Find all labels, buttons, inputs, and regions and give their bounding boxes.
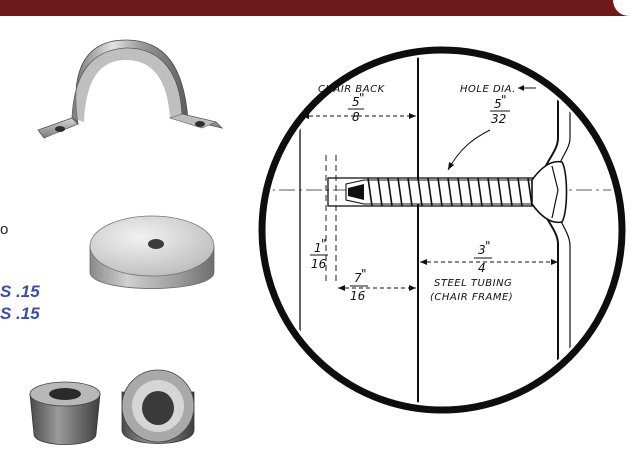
bumper-icon bbox=[29, 369, 195, 445]
chair-frame-label: (CHAIR FRAME) bbox=[430, 292, 513, 303]
hole-dia-label: HOLE DIA. bbox=[460, 84, 516, 95]
spec-line: S .15 bbox=[0, 282, 40, 301]
steel-tubing-label: STEEL TUBING bbox=[434, 278, 512, 289]
hole-dia-unit: " bbox=[501, 93, 507, 107]
header-bar bbox=[0, 0, 633, 16]
hole-dia-num: 5 bbox=[494, 97, 502, 111]
hole-dia-den: 32 bbox=[491, 112, 506, 126]
chair-back-unit: " bbox=[359, 91, 365, 105]
left-dim-num: 1 bbox=[314, 241, 322, 255]
left-dim-unit: " bbox=[321, 237, 327, 251]
chair-back-num: 5 bbox=[352, 95, 360, 109]
side-letter: o bbox=[0, 221, 9, 238]
round-spacer-icon bbox=[89, 215, 215, 289]
left-dim-den: 16 bbox=[311, 257, 327, 271]
chair-back-den: 8 bbox=[352, 110, 360, 124]
bottom-dim-den: 16 bbox=[350, 289, 366, 303]
chair-back-label: CHAIR BACK bbox=[318, 84, 386, 95]
magnifier-circle bbox=[258, 46, 626, 414]
spec-line: S .15 bbox=[0, 304, 40, 323]
bottom-dim-unit: " bbox=[361, 267, 367, 281]
bottom-dim-num: 7 bbox=[354, 271, 362, 285]
screw-diagram: CHAIR BACK 5 " 8 HOLE DIA. 5 " 32 1 " 16… bbox=[258, 46, 626, 414]
tubing-dim-den: 4 bbox=[478, 261, 486, 275]
screw-icon bbox=[327, 160, 568, 224]
tubing-dim-unit: " bbox=[485, 239, 491, 253]
tube-strap-icon bbox=[37, 39, 224, 139]
tubing-dim-num: 3 bbox=[478, 243, 486, 257]
